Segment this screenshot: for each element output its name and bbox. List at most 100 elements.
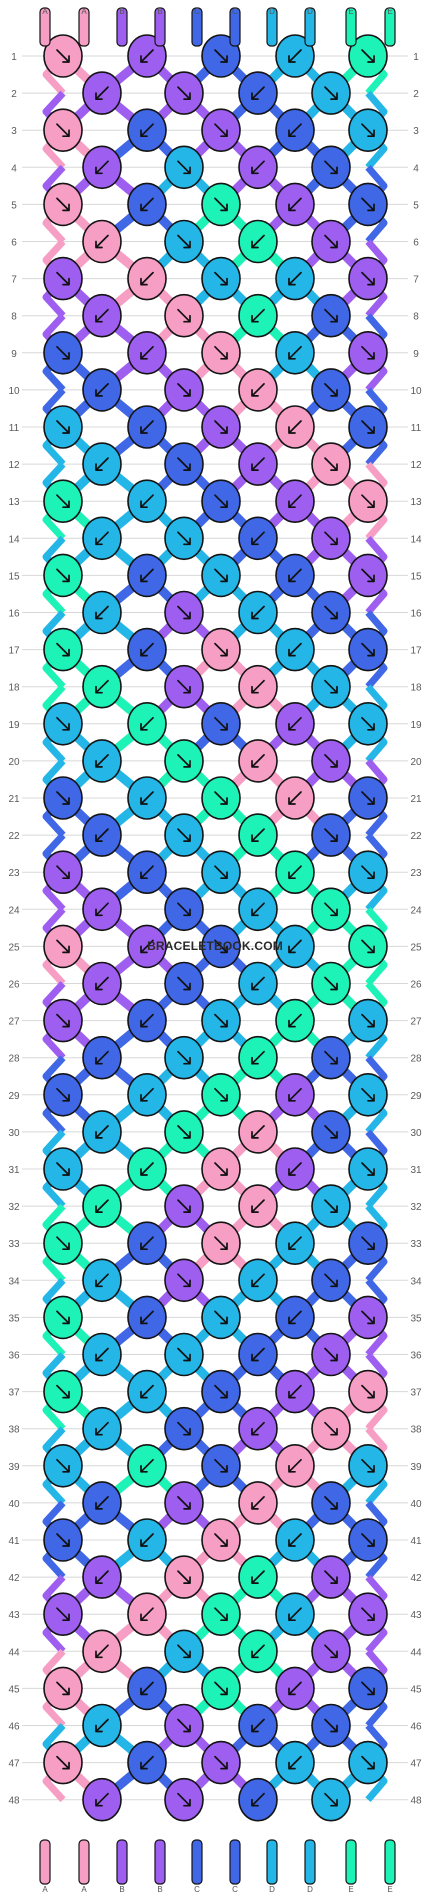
row-number-left: 13 — [8, 497, 20, 508]
knot — [348, 405, 388, 449]
knot — [238, 1258, 278, 1303]
knot — [201, 405, 241, 449]
knot-direction-arrow-icon — [324, 1570, 338, 1584]
strand-label-top: D — [307, 7, 313, 16]
knot — [275, 1369, 315, 1414]
knot — [201, 1592, 241, 1636]
row-number-right: 46 — [410, 1722, 422, 1733]
knot-direction-arrow-icon — [251, 234, 265, 249]
knot-direction-arrow-icon — [177, 1570, 191, 1584]
row-number-left: 48 — [8, 1796, 20, 1807]
strand-tail-bottom — [229, 1839, 241, 1885]
knot — [311, 1332, 351, 1377]
knot-direction-arrow-icon — [251, 902, 265, 917]
knot — [348, 553, 388, 598]
knot-direction-arrow-icon — [251, 1496, 265, 1510]
row-number-right: 12 — [410, 460, 422, 471]
knot-direction-arrow-icon — [361, 49, 375, 63]
knot — [82, 1035, 122, 1080]
knot-direction-arrow-icon — [140, 642, 154, 657]
knot-direction-arrow-icon — [361, 494, 375, 509]
knot — [201, 850, 241, 895]
knot — [82, 1703, 122, 1748]
knot — [201, 1369, 241, 1414]
knot-direction-arrow-icon — [140, 1755, 154, 1770]
strand-tail-bottom — [191, 1839, 203, 1885]
knot-direction-arrow-icon — [288, 568, 302, 583]
strand-label-top: A — [42, 7, 48, 16]
knot — [82, 739, 122, 783]
knot — [43, 998, 83, 1043]
knot-direction-arrow-icon — [56, 865, 70, 880]
knot — [311, 739, 351, 783]
strand-label-bottom: D — [307, 1885, 313, 1894]
knot — [82, 1258, 122, 1303]
strand-label-top: A — [81, 7, 87, 16]
knot — [164, 219, 204, 264]
knot — [164, 516, 204, 561]
knot-direction-arrow-icon — [95, 1199, 109, 1213]
knot-direction-arrow-icon — [56, 1384, 70, 1399]
knot — [201, 330, 241, 375]
row-number-right: 31 — [410, 1165, 422, 1176]
row-number-right: 13 — [410, 497, 422, 508]
knot — [348, 627, 388, 672]
row-number-left: 1 — [11, 52, 17, 63]
knot-direction-arrow-icon — [140, 865, 154, 880]
knot — [275, 1518, 315, 1562]
knot — [275, 1295, 315, 1340]
knot — [164, 1555, 204, 1599]
knot — [43, 1592, 83, 1636]
knot-direction-arrow-icon — [140, 1384, 154, 1399]
row-number-left: 22 — [8, 831, 20, 842]
knot-direction-arrow-icon — [214, 420, 228, 434]
knot-direction-arrow-icon — [177, 605, 191, 620]
knot — [164, 813, 204, 857]
knot — [348, 850, 388, 895]
knot — [82, 1481, 122, 1525]
knot — [164, 1406, 204, 1451]
knot — [127, 627, 167, 672]
knot-direction-arrow-icon — [140, 1681, 154, 1696]
knot-direction-arrow-icon — [251, 160, 265, 175]
row-number-left: 32 — [8, 1202, 20, 1213]
row-number-right: 15 — [410, 571, 422, 582]
knot — [311, 1110, 351, 1154]
knot — [311, 219, 351, 264]
strand-label-top: E — [348, 7, 353, 16]
knot — [127, 701, 167, 746]
knot-direction-arrow-icon — [361, 642, 375, 657]
knot-direction-arrow-icon — [140, 1458, 154, 1473]
row-number-left: 20 — [8, 757, 20, 768]
row-number-left: 8 — [11, 312, 17, 323]
knot — [164, 442, 204, 486]
knot-direction-arrow-icon — [95, 383, 109, 397]
knot — [127, 1444, 167, 1488]
row-number-right: 26 — [410, 980, 422, 991]
knot-direction-arrow-icon — [56, 49, 70, 63]
knot — [164, 1184, 204, 1228]
knot — [238, 71, 278, 115]
knot-direction-arrow-icon — [288, 1458, 302, 1473]
knot-direction-arrow-icon — [324, 308, 338, 323]
strand-label-bottom: A — [81, 1885, 87, 1894]
knot-direction-arrow-icon — [214, 865, 228, 880]
knot-direction-arrow-icon — [324, 457, 338, 471]
knot-direction-arrow-icon — [251, 457, 265, 471]
knot — [127, 1073, 167, 1117]
knot — [43, 1221, 83, 1265]
strand-tail-bottom — [304, 1839, 316, 1885]
knot — [43, 34, 83, 78]
knot — [311, 71, 351, 115]
knot-direction-arrow-icon — [214, 1755, 228, 1770]
knot-direction-arrow-icon — [324, 1421, 338, 1436]
strand-tail-top — [116, 7, 128, 47]
knot — [127, 1147, 167, 1191]
knot — [348, 34, 388, 78]
row-number-right: 42 — [410, 1573, 422, 1584]
row-number-right: 44 — [410, 1647, 422, 1658]
knot — [164, 71, 204, 115]
row-number-left: 41 — [8, 1536, 20, 1547]
